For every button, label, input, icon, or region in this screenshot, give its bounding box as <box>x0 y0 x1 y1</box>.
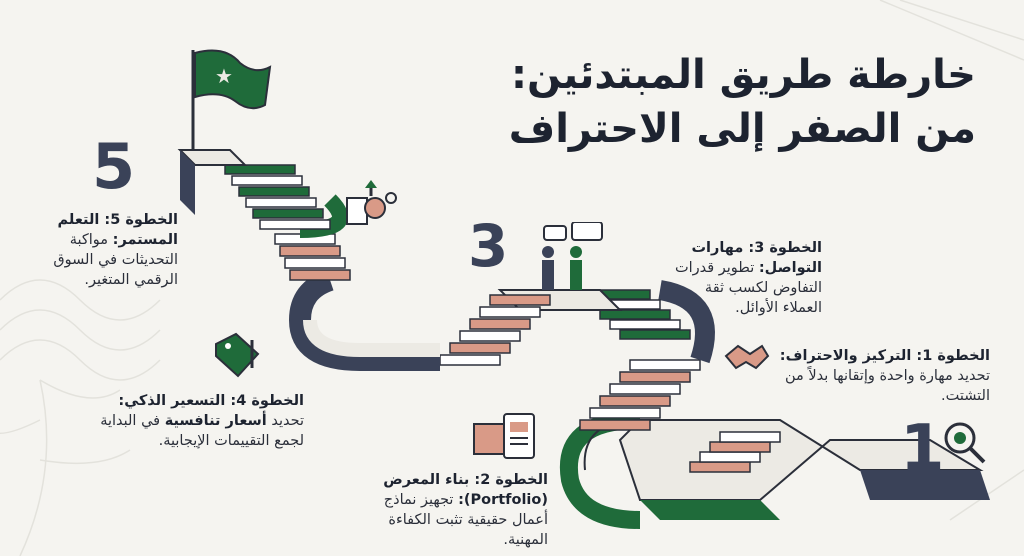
svg-text:★: ★ <box>215 64 233 88</box>
step-1-body: تحديد مهارة واحدة وإتقانها بدلاً من التش… <box>784 368 990 404</box>
handshake-icon <box>724 344 770 370</box>
step-2-description: الخطوة 2: بناء المعرض (Portfolio): تجهيز… <box>380 470 548 550</box>
page-title: خارطة طريق المبتدئين: من الصفر إلى الاحت… <box>456 48 976 156</box>
title-line-1: خارطة طريق المبتدئين: <box>511 52 976 98</box>
price-tag-icon <box>215 332 260 378</box>
step-1-heading: الخطوة 1: التركيز والاحتراف: <box>779 348 990 364</box>
step-5-body: مواكبة التحديثات في السوق الرقمي المتغير… <box>53 232 178 288</box>
step-3-description: الخطوة 3: مهارات التواصل: تطوير قدرات ال… <box>672 238 822 318</box>
step-4-heading: الخطوة 4: التسعير الذكي: <box>118 393 304 409</box>
step-5-heading: الخطوة 5: التعلم المستمر: <box>57 212 178 248</box>
people-handshake-icon <box>542 222 603 290</box>
step-1-description: الخطوة 1: التركيز والاحتراف: تحديد مهارة… <box>760 346 990 406</box>
step-number-3: 3 <box>468 212 509 280</box>
step-2-body: تجهيز نماذج أعمال حقيقية تثبت الكفاءة ال… <box>383 492 548 548</box>
brain-growth-icon <box>346 180 397 225</box>
step-3-body: تطوير قدرات التفاوض لكسب ثقة العملاء الأ… <box>674 260 822 316</box>
title-line-2: من الصفر إلى الاحتراف <box>508 106 976 152</box>
step-4-body-post: في البداية لجمع التقييمات الإيجابية. <box>100 413 304 449</box>
step-3-heading: الخطوة 3: مهارات التواصل: <box>691 240 822 276</box>
gear-magnifier-icon <box>944 422 986 464</box>
step-4-description: الخطوة 4: التسعير الذكي: تحديد أسعار تنا… <box>92 391 304 451</box>
step-5-description: الخطوة 5: التعلم المستمر: مواكبة التحديث… <box>50 210 178 290</box>
step-2-heading: الخطوة 2: بناء المعرض (Portfolio): <box>383 472 548 508</box>
flag-icon: ★ <box>191 49 272 150</box>
step-4-body-bold: أسعار تنافسية <box>164 413 267 429</box>
portfolio-icon <box>473 413 535 459</box>
step-number-1: 1 <box>900 412 945 486</box>
step-4-body-pre: تحديد <box>271 413 304 429</box>
step-number-5: 5 <box>92 130 136 203</box>
